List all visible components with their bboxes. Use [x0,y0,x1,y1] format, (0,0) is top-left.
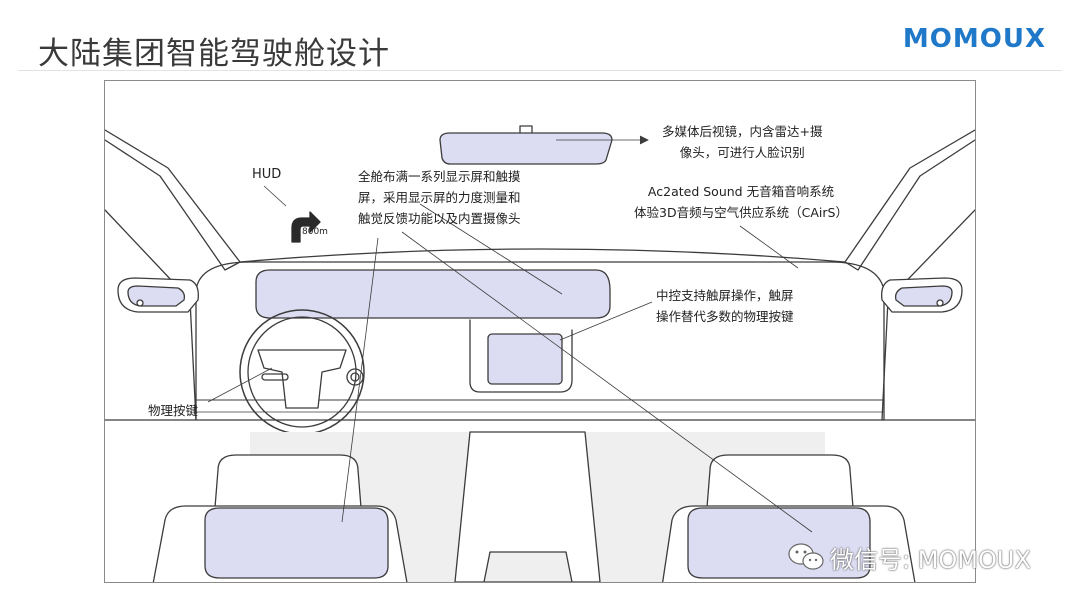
console-description: 中控支持触屏操作，触屏 操作替代多数的物理按键 [656,285,794,327]
center-armrest [484,552,572,582]
center-console-screen [488,334,562,384]
wechat-icon [787,541,827,573]
windshield-top [240,249,845,262]
display-line-3: 触觉反馈功能以及内置摄像头 [358,208,521,229]
sound-line-2: 体验3D音频与空气供应系统（CAirS） [606,202,876,223]
mirror-line-1: 多媒体后视镜，内含雷达+摄 [662,121,822,142]
sound-line-1: Ac2ated Sound 无音箱音响系统 [606,181,876,202]
display-description: 全舱布满一系列显示屏和触摸 屏，采用显示屏的力度测量和 触觉反馈功能以及内置摄像… [358,166,521,229]
console-line-1: 中控支持触屏操作，触屏 [656,285,794,306]
console-line-2: 操作替代多数的物理按键 [656,306,794,327]
hud-leader-line [264,186,286,206]
rearview-mirror [440,133,612,164]
mirror-arrowhead [640,136,648,144]
steering-wheel [240,310,364,434]
hud-label: HUD [252,164,281,185]
left-pillar-lower [105,210,196,420]
right-pillar-lower [882,210,975,420]
sound-description: Ac2ated Sound 无音箱音响系统 体验3D音频与空气供应系统（CAir… [606,181,876,223]
physical-buttons-label: 物理按键 [148,400,198,421]
mirror-description: 多媒体后视镜，内含雷达+摄 像头，可进行人脸识别 [662,121,822,163]
mirror-line-2: 像头，可进行人脸识别 [662,142,822,163]
display-line-1: 全舱布满一系列显示屏和触摸 [358,166,521,187]
left-seat-screen [205,508,388,578]
left-a-pillar [105,130,240,270]
hud-distance-label: 800m [302,226,328,238]
wechat-watermark: 微信号: MOMOUX [830,540,1031,575]
display-line-2: 屏，采用显示屏的力度测量和 [358,187,521,208]
